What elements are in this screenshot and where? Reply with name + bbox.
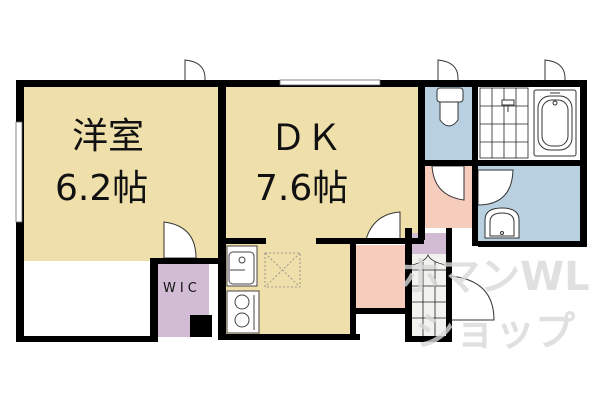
toilet-icon xyxy=(436,87,464,127)
dk-room-size: 7.6帖 xyxy=(255,168,348,209)
entrance-floor xyxy=(412,254,446,336)
door-entrance xyxy=(449,275,495,321)
dk-room-name: ＤＫ xyxy=(270,118,342,159)
western-room-name: 洋室 xyxy=(72,116,144,157)
entrance-tiles xyxy=(411,253,447,336)
watermark-line1: ホマンWL xyxy=(400,254,590,300)
wic-notch xyxy=(190,315,212,337)
window-western-room xyxy=(15,121,23,223)
bathtub-icon xyxy=(533,89,577,157)
window-dk xyxy=(279,79,381,86)
door-bath-exterior xyxy=(544,59,566,83)
kitchen-sink-icon xyxy=(226,245,258,287)
door-toilet-hallway xyxy=(431,165,465,201)
door-dk-hallway xyxy=(364,211,401,244)
stove-icon xyxy=(226,290,260,334)
watermark-line2: ショップ xyxy=(415,309,575,355)
bathroom-tiles xyxy=(479,87,529,159)
door-washroom xyxy=(477,169,514,206)
windows xyxy=(15,79,381,223)
western-room-size: 6.2帖 xyxy=(55,168,148,209)
wic-label: WIC xyxy=(163,281,201,296)
hallway-lower xyxy=(356,245,408,310)
shower-icon xyxy=(501,99,515,112)
doors xyxy=(163,59,566,321)
wash-basin-icon xyxy=(484,207,520,239)
door-western-room-exterior xyxy=(184,59,206,83)
door-toilet-exterior xyxy=(437,59,459,83)
fridge-space xyxy=(264,252,301,288)
